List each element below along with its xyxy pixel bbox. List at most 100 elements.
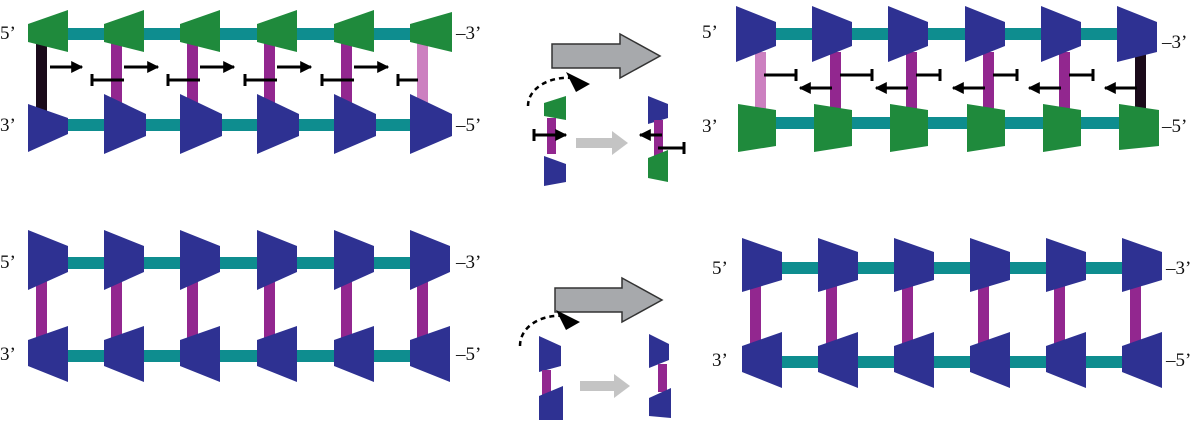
nucleotide-unit-blue: [736, 6, 776, 62]
nucleotide-unit-blue: [28, 230, 68, 290]
label-3prime-top-right: –3’: [1165, 258, 1191, 279]
label-5prime-top-left: 5’: [702, 22, 718, 43]
process-arrow-icon: [551, 32, 662, 80]
label-5prime-bottom-right: –5’: [1161, 116, 1187, 137]
label-3prime-top-right: –3’: [1161, 32, 1187, 53]
flip-arrowhead-icon: [556, 310, 580, 330]
base-pair-bond: [36, 275, 47, 347]
label-3prime-top-right: –3’: [455, 23, 481, 44]
nucleotide-unit-green: [28, 10, 68, 52]
flip-dashed-arrow-icon: [518, 314, 565, 347]
backbone-strand-top: [55, 257, 415, 269]
label-5prime-bottom-right: –5’: [1165, 350, 1191, 371]
nucleotide-unit-blue: [1046, 238, 1086, 292]
transition-bottom: [518, 276, 671, 420]
nucleotide-unit-green: [814, 104, 852, 152]
mini-unit-blue: [649, 334, 669, 368]
mini-unit-blue: [539, 386, 563, 420]
nucleotide-unit-blue: [180, 326, 220, 382]
nucleotide-unit-blue: [970, 238, 1010, 292]
base-pair-bond: [826, 280, 837, 352]
polarity-marker-icon: [764, 69, 1137, 94]
swap-arrow-icon: [580, 374, 630, 398]
mini-unit-blue: [649, 388, 671, 418]
transition-top: [526, 32, 686, 186]
flip-arrowhead-icon: [566, 72, 590, 92]
mini-bond: [542, 370, 551, 396]
label-5prime-top-left: 5’: [0, 23, 16, 44]
mini-unit-green: [544, 96, 566, 120]
nucleotide-unit-green: [180, 10, 220, 52]
nucleotide-unit-blue: [104, 326, 144, 382]
nucleotide-unit-blue: [1122, 332, 1162, 388]
label-5prime-top-left: 5’: [712, 258, 728, 279]
nucleotide-unit-green: [738, 104, 776, 152]
nucleotide-unit-blue: [410, 326, 450, 382]
nucleotide-unit-green: [967, 104, 1005, 152]
base-pair-bond: [341, 275, 352, 347]
mini-unit-blue: [539, 336, 561, 372]
process-arrow-icon: [554, 276, 664, 324]
base-pair-bond: [1130, 280, 1141, 352]
panel-top-left: 5’ –3’ 3’ –5’: [0, 10, 481, 154]
base-pair-bond: [750, 280, 761, 352]
nucleotide-unit-green: [334, 10, 374, 52]
nucleotide-unit-green: [410, 12, 452, 52]
nucleotide-unit-blue: [410, 94, 452, 154]
base-pair-bond: [36, 42, 47, 118]
polarity-marker-icon: [50, 61, 418, 86]
base-pair-bond: [1054, 280, 1065, 352]
nucleotide-unit-green: [1043, 104, 1081, 152]
nucleotide-unit-blue: [1041, 6, 1081, 62]
nucleotide-unit-blue: [894, 332, 934, 388]
nucleotide-unit-blue: [410, 230, 450, 290]
nucleotide-unit-blue: [970, 332, 1010, 388]
nucleotide-unit-blue: [257, 326, 297, 382]
nucleotide-unit-blue: [742, 238, 782, 292]
label-3prime-top-right: –3’: [455, 252, 481, 273]
backbone-strand-top: [750, 28, 1140, 40]
base-pair-bond: [417, 42, 428, 118]
base-pair-bond: [264, 275, 275, 347]
swap-arrow-icon: [576, 131, 628, 155]
label-3prime-bottom-left: 3’: [0, 115, 16, 136]
backbone-strand-bottom: [750, 117, 1140, 129]
nucleotide-unit-blue: [180, 94, 222, 154]
nucleotide-unit-blue: [334, 94, 376, 154]
panel-bottom-left: 5’ –3’ 3’ –5’: [0, 230, 481, 382]
nucleotide-unit-blue: [104, 230, 144, 290]
nucleotide-unit-blue: [1122, 238, 1162, 292]
label-5prime-bottom-right: –5’: [455, 344, 481, 365]
mini-bond: [658, 364, 667, 392]
nucleotide-unit-blue: [742, 332, 782, 388]
nucleotide-unit-blue: [1117, 6, 1157, 62]
base-pair-bond: [1135, 52, 1146, 122]
nucleotide-unit-green: [1119, 104, 1159, 150]
backbone-strand-bottom: [55, 350, 415, 362]
nucleotide-unit-blue: [180, 230, 220, 290]
nucleotide-unit-blue: [28, 104, 68, 152]
nucleotide-unit-blue: [965, 6, 1005, 62]
base-pair-bond: [755, 52, 766, 122]
base-pair-bond: [906, 52, 917, 122]
nucleotide-unit-blue: [104, 94, 146, 154]
nucleotide-unit-blue: [257, 230, 297, 290]
base-pair-bond: [830, 52, 841, 122]
nucleotide-unit-blue: [28, 326, 68, 382]
nucleotide-unit-blue: [818, 332, 858, 388]
nucleotide-unit-blue: [812, 6, 852, 62]
nucleotide-unit-green: [257, 10, 297, 52]
base-pair-bond: [983, 52, 994, 122]
nucleotide-unit-blue: [1046, 332, 1086, 388]
label-3prime-bottom-left: 3’: [702, 116, 718, 137]
base-pair-bond: [902, 280, 913, 352]
base-pair-bond: [1059, 52, 1070, 122]
nucleotide-unit-blue: [257, 94, 299, 154]
nucleotide-unit-green: [890, 104, 928, 152]
base-pair-bond: [978, 280, 989, 352]
nucleotide-unit-blue: [894, 238, 934, 292]
mini-polarity-marker-icon: [532, 129, 568, 141]
flip-dashed-arrow-icon: [526, 76, 573, 107]
nucleotide-unit-blue: [888, 6, 928, 62]
